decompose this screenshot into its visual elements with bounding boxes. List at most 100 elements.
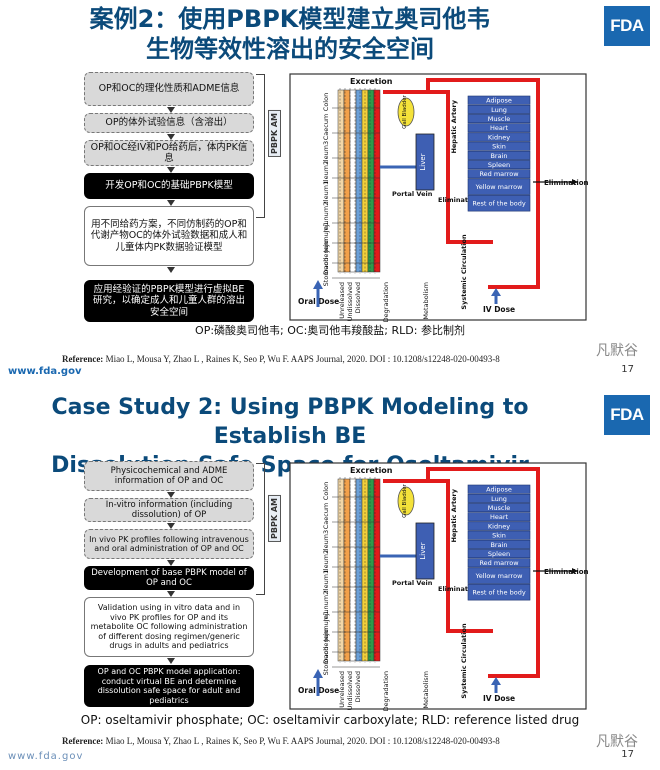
workflow-column: OP和OC的理化性质和ADME信息 OP的体外试验信息（含溶出） OP和OC经I… bbox=[84, 72, 254, 332]
tissue-label: Muscle bbox=[488, 115, 511, 123]
arrow-down-icon bbox=[167, 492, 175, 498]
tissue-label: Heart bbox=[490, 124, 509, 132]
slide-title: 案例2：使用PBPK模型建立奥司他韦 生物等效性溶出的安全空间 bbox=[0, 4, 580, 64]
tissue-label: Lung bbox=[491, 495, 507, 503]
gut-segment-label: Caecum bbox=[322, 503, 330, 530]
elimination-label: Elimination bbox=[544, 179, 588, 187]
title-line-2: 生物等效性溶出的安全空间 bbox=[146, 35, 434, 63]
fda-logo: FDA bbox=[604, 395, 650, 435]
pbpk-am-label: PBPK AM bbox=[268, 495, 281, 542]
portal-vein-label: Portal Vein bbox=[392, 190, 433, 198]
liver-box bbox=[415, 522, 435, 580]
gut-column-band bbox=[355, 89, 363, 273]
column-label: Undissolved bbox=[346, 671, 354, 710]
arrow-up-icon bbox=[491, 677, 501, 685]
gut-segment-label: Ileum2 bbox=[322, 161, 330, 183]
tissue-box bbox=[467, 104, 531, 114]
tissue-label: Lung bbox=[491, 106, 507, 114]
liver-box bbox=[415, 133, 435, 191]
gut-segment-label: Stomach bbox=[322, 258, 330, 287]
tissue-box bbox=[467, 169, 531, 179]
elimination-label: Elimination bbox=[544, 568, 588, 576]
gut-segment-label: Colon bbox=[322, 93, 330, 111]
tissue-box bbox=[467, 160, 531, 170]
tissue-box bbox=[467, 503, 531, 513]
liver-label: Liver bbox=[419, 153, 427, 170]
gut-column-band bbox=[367, 478, 375, 662]
gut-segment-label: Ileum1 bbox=[322, 181, 330, 203]
column-label: Unreleased bbox=[338, 671, 346, 708]
iv-dose-label: IV Dose bbox=[483, 694, 515, 703]
tissue-label: Red marrow bbox=[479, 170, 519, 178]
fda-logo: FDA bbox=[604, 6, 650, 46]
slide-chinese: 案例2：使用PBPK模型建立奥司他韦 生物等效性溶出的安全空间 FDA OP和O… bbox=[0, 4, 650, 377]
gut-column-band bbox=[373, 89, 381, 273]
tissue-box bbox=[467, 123, 531, 133]
gut-segment-label: Ileum3 bbox=[322, 530, 330, 552]
page-number: 17 bbox=[621, 364, 634, 375]
tissue-label: Red marrow bbox=[479, 559, 519, 567]
gall-bladder-label: Gall Bladder bbox=[402, 94, 408, 128]
arrow-down-icon bbox=[167, 658, 175, 664]
tissue-box bbox=[467, 567, 531, 584]
workflow-box-1: OP和OC的理化性质和ADME信息 bbox=[84, 72, 254, 106]
tissue-box bbox=[467, 195, 531, 212]
pbpk-am-label: PBPK AM bbox=[268, 110, 281, 157]
liver-label: Liver bbox=[419, 542, 427, 559]
column-label: Undissolved bbox=[346, 282, 354, 321]
gut-column-band bbox=[337, 478, 345, 662]
tissue-label: Kidney bbox=[488, 522, 510, 530]
tissue-label: Adipose bbox=[486, 97, 512, 105]
column-label: Gut Wall Metabolism bbox=[422, 671, 430, 711]
workflow-box-5: Validation using in vitro data and in vi… bbox=[84, 597, 254, 657]
gut-segment-label: Jejunum1 bbox=[322, 222, 330, 254]
reference: Reference: Miao L, Mousa Y, Zhao L , Rai… bbox=[62, 736, 500, 746]
arrow-down-icon bbox=[167, 267, 175, 273]
workflow-box-5: 用不同给药方案，不同仿制药的OP和代谢产物OC的体外试验数据和成人和儿童体内PK… bbox=[84, 206, 254, 266]
column-label: Gut Wall Metabolism bbox=[422, 282, 430, 322]
arrow-down-icon bbox=[167, 591, 175, 597]
arrow-down-icon bbox=[167, 167, 175, 173]
fda-url-link[interactable]: www.fda.gov bbox=[8, 751, 84, 762]
slide-english: Case Study 2: Using PBPK Modeling to Est… bbox=[0, 385, 660, 770]
fda-url-link[interactable]: www.fda.gov bbox=[8, 366, 82, 377]
tissue-box bbox=[467, 150, 531, 160]
arrow-down-icon bbox=[167, 134, 175, 140]
workflow-box-6: 应用经验证的PBPK模型进行虚拟BE研究，以确定成人和儿童人群的溶出安全空间 bbox=[84, 280, 254, 322]
tissue-label: Muscle bbox=[488, 504, 511, 512]
artery-line bbox=[383, 479, 493, 633]
arrow-right-icon bbox=[572, 179, 578, 185]
workflow-box-1: Physicochemical and ADME information of … bbox=[84, 461, 254, 491]
tissue-label: Rest of the body bbox=[472, 200, 526, 208]
gut-segment-label: Jejunum2 bbox=[322, 202, 330, 234]
reference-label: Reference: bbox=[62, 736, 104, 746]
tissue-box bbox=[467, 493, 531, 503]
watermark: 凡默谷 bbox=[596, 343, 638, 359]
tissue-box bbox=[467, 521, 531, 531]
gut-column-band bbox=[373, 478, 381, 662]
reference-text: Miao L, Mousa Y, Zhao L , Raines K, Seo … bbox=[103, 354, 500, 364]
excretion-label: Excretion bbox=[350, 77, 393, 86]
gut-segment-label: Colon bbox=[322, 482, 330, 500]
tissue-box bbox=[467, 539, 531, 549]
tissue-box bbox=[467, 114, 531, 124]
gall-bladder-icon bbox=[397, 97, 415, 127]
reference: Reference: Miao L, Mousa Y, Zhao L , Rai… bbox=[62, 354, 500, 364]
workflow-box-2: OP的体外试验信息（含溶出） bbox=[84, 113, 254, 133]
tissue-box bbox=[467, 512, 531, 522]
tissue-label: Rest of the body bbox=[472, 589, 526, 597]
arrow-down-icon bbox=[167, 560, 175, 566]
liver-elimination-label: Elimination bbox=[438, 585, 480, 593]
workflow-box-6: OP and OC PBPK model application: conduc… bbox=[84, 665, 254, 707]
column-label: Luminal Degradation bbox=[382, 671, 390, 711]
tissue-box bbox=[467, 141, 531, 151]
tissue-label: Kidney bbox=[488, 133, 510, 141]
arrow-up-icon bbox=[313, 280, 323, 289]
abbreviation-caption: OP: oseltamivir phosphate; OC: oseltamiv… bbox=[80, 713, 580, 727]
systemic-circulation-label: Systemic Circulation bbox=[460, 234, 468, 310]
pbpk-diagram: ExcretionColonCaecumIleum3Ileum2Ileum1Je… bbox=[289, 462, 588, 711]
gall-bladder-icon bbox=[397, 486, 415, 516]
gut-segment-label: Caecum bbox=[322, 114, 330, 141]
excretion-label: Excretion bbox=[350, 466, 393, 475]
gut-column-band bbox=[367, 89, 375, 273]
